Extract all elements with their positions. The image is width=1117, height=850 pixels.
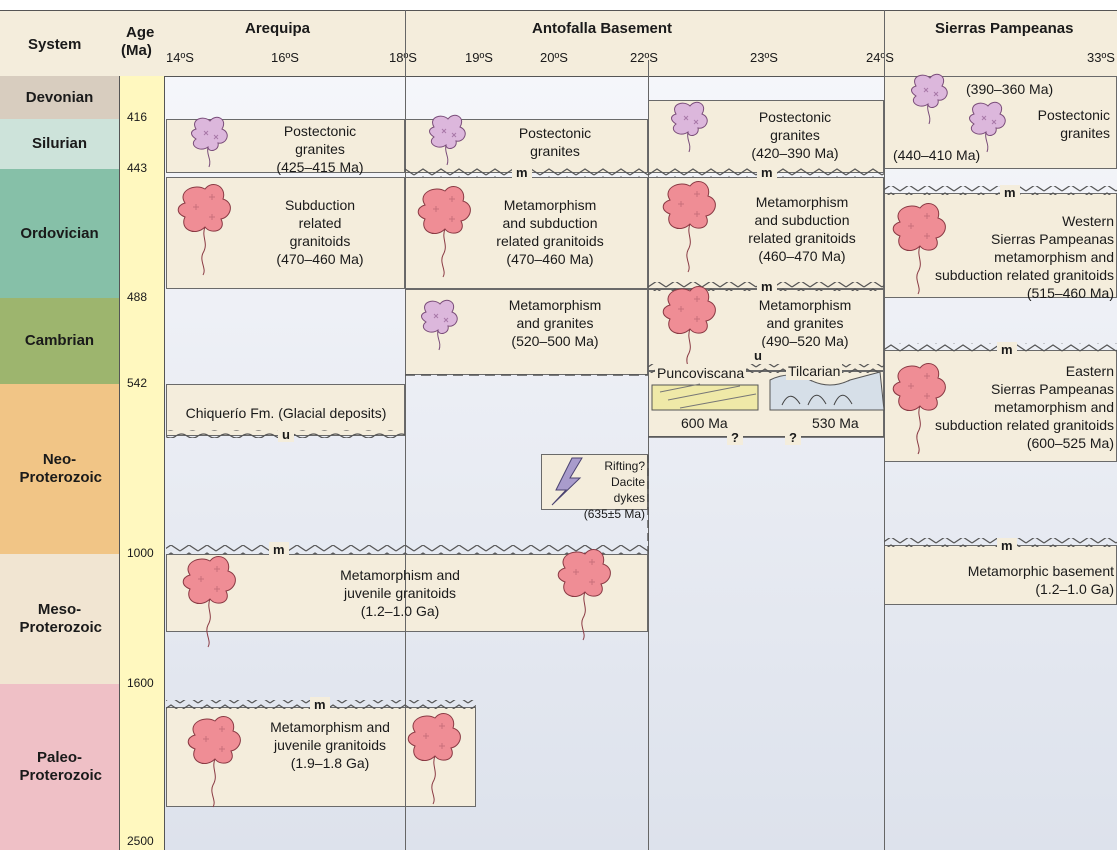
question-mark-2: ? <box>785 430 801 445</box>
chiquerio-u-label: u <box>278 427 294 442</box>
lat-19s: 19ºS <box>465 50 493 65</box>
system-cambrian: Cambrian <box>0 298 119 385</box>
age-1600: 1600 <box>127 676 154 690</box>
header-sierras: Sierras Pampeanas <box>935 20 1074 37</box>
system-ordovician: Ordovician <box>0 169 119 299</box>
age-542: 542 <box>127 376 148 390</box>
system-neoproterozoic: Neo-Proterozoic <box>0 384 119 555</box>
age-600-label: 600 Ma <box>681 415 728 431</box>
age-2500: 2500 <box>127 834 154 848</box>
divider-18s <box>405 10 406 850</box>
system-paleoproterozoic: Paleo-Proterozoic <box>0 684 119 850</box>
lat-18s: 18ºS <box>389 50 417 65</box>
age-530-label: 530 Ma <box>812 415 859 431</box>
tilcarian-label: Tilcarian <box>786 362 843 380</box>
header-antofalla: Antofalla Basement <box>532 20 673 37</box>
header-arequipa: Arequipa <box>245 20 311 37</box>
age-strip <box>119 76 165 850</box>
divider-22s-header <box>648 60 649 76</box>
age-416: 416 <box>127 110 148 124</box>
header-age-unit: (Ma) <box>121 42 152 59</box>
cambrian-u-label: u <box>750 348 766 363</box>
paleo-m-label: m <box>310 697 330 712</box>
system-mesoproterozoic: Meso-Proterozoic <box>0 554 119 685</box>
sierras-meta-basement-text: Metamorphic basement(1.2–1.0 Ga) <box>967 563 1114 597</box>
meso-m-label: m <box>269 542 289 557</box>
sierras-western-m-label: m <box>1000 185 1020 200</box>
age-443: 443 <box>127 161 148 175</box>
age-488: 488 <box>127 290 148 304</box>
ordovician-cambrian-m-label: m <box>757 279 777 294</box>
lat-22s: 22ºS <box>630 50 658 65</box>
puncoviscana-label: Puncoviscana <box>655 364 747 382</box>
chiquerio-text: Chiquerío Fm. (Glacial deposits) <box>185 405 387 421</box>
silurian-m-label-east: m <box>757 165 777 180</box>
divider-24s <box>884 10 885 850</box>
age-1000: 1000 <box>127 546 154 560</box>
header-top-border <box>0 10 1117 11</box>
lat-33s: 33ºS <box>1087 50 1115 65</box>
rifting-box <box>541 454 648 510</box>
sierras-silurian-age: (440–410 Ma) <box>893 147 981 163</box>
header-system: System <box>28 36 82 53</box>
system-silurian: Silurian <box>0 119 119 170</box>
lat-20s: 20ºS <box>540 50 568 65</box>
sierras-meso-m-label: m <box>997 538 1017 553</box>
silurian-m-label-west: m <box>512 165 532 180</box>
header-background <box>0 10 1117 77</box>
lat-16s: 16ºS <box>271 50 299 65</box>
lat-24s: 24ºS <box>866 50 894 65</box>
header-age: Age <box>126 24 155 41</box>
sierras-eastern-m-label: m <box>997 342 1017 357</box>
question-mark-1: ? <box>727 430 743 445</box>
sierras-devonian-age: (390–360 Ma) <box>966 81 1054 97</box>
lat-14s: 14ºS <box>166 50 194 65</box>
lat-23s: 23ºS <box>750 50 778 65</box>
